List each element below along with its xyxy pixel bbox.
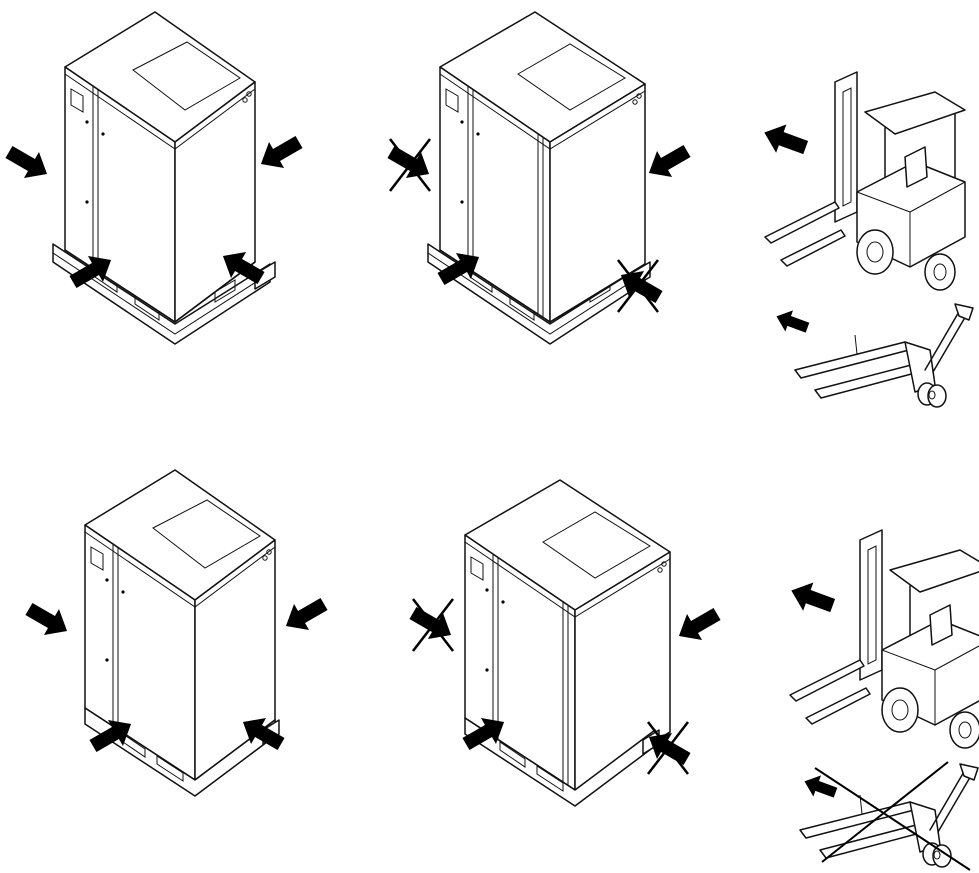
forklift-direction-arrow	[786, 576, 838, 620]
row-2-pallet-jack-forbidden	[799, 761, 979, 871]
forbidden-cross-line	[814, 767, 971, 871]
arrow-right-side	[253, 129, 307, 177]
forbidden-cross-line	[821, 761, 949, 863]
row-2-forklift	[786, 529, 979, 749]
row-2-machine-single-door	[21, 469, 332, 797]
row-2-machine-double-door	[405, 479, 725, 807]
row-1-machine-single-door	[1, 11, 307, 345]
arrow-left-side	[21, 596, 75, 644]
arrow-right-side	[278, 591, 332, 639]
arrow-left-side	[1, 139, 55, 187]
pallet-jack-direction-arrow	[772, 305, 812, 339]
row-1-machine-double-door	[383, 11, 695, 345]
arrow-right-side	[641, 138, 695, 186]
forklift-direction-arrow	[759, 118, 811, 162]
pallet-jack-direction-arrow	[800, 770, 840, 804]
arrow-right-side	[671, 601, 725, 649]
row-1-pallet-jack	[772, 303, 974, 408]
row-1-forklift	[759, 71, 966, 291]
